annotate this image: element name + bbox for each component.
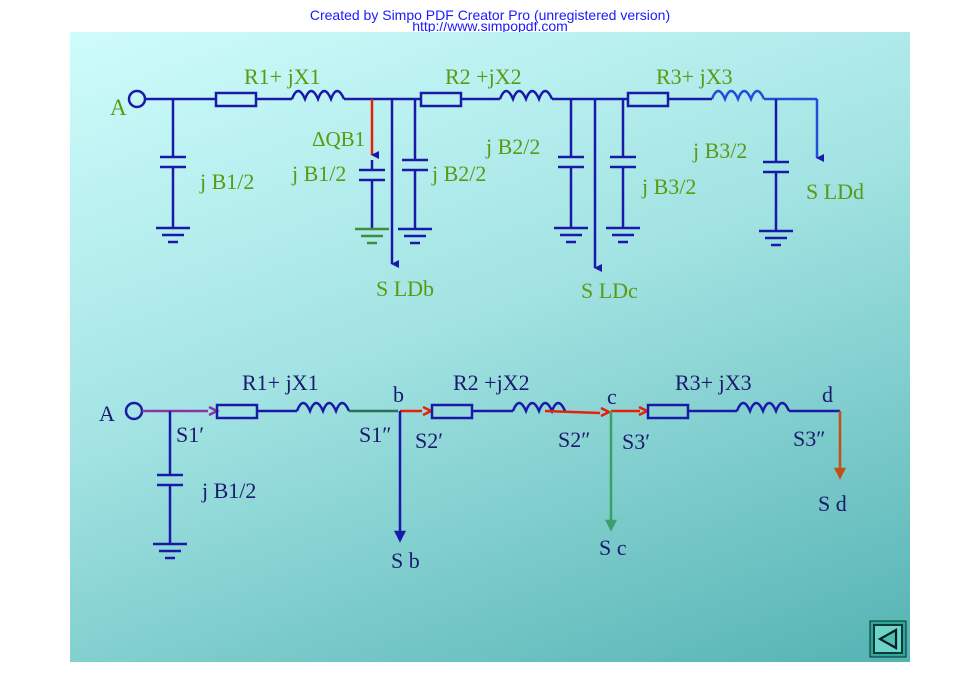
top-resistor-2	[419, 91, 463, 108]
bottom-s3p-label: S3′	[622, 429, 650, 454]
bottom-s2p-label: S2′	[415, 428, 443, 453]
top-capacitor-d3	[759, 99, 793, 247]
top-cap-b2-label: j B2/2	[431, 161, 486, 186]
bottom-node-d-label: d	[822, 382, 833, 407]
bottom-cap-a-label: j B1/2	[201, 478, 256, 503]
bottom-resistor-1	[215, 403, 259, 420]
bottom-inductor-1	[295, 401, 351, 415]
bottom-z2-label: R2 +jX2	[453, 370, 530, 395]
bottom-sd-label: S d	[818, 491, 847, 516]
top-cap-c2-label: j B2/2	[485, 134, 540, 159]
top-inductor-2	[498, 89, 554, 103]
top-inductor-3	[710, 89, 766, 103]
top-cap-a-label: j B1/2	[199, 169, 254, 194]
top-inductor-1	[290, 89, 346, 103]
top-z1-label: R1+ jX1	[244, 64, 321, 89]
top-cap-d3-label: j B3/2	[692, 138, 747, 163]
bottom-inductor-3	[735, 401, 791, 415]
back-arrow-icon	[877, 628, 898, 650]
bottom-node-c-label: c	[607, 384, 617, 409]
top-z2-label: R2 +jX2	[445, 64, 522, 89]
bottom-resistor-3	[646, 403, 690, 420]
bottom-capacitor-a	[153, 411, 187, 560]
top-load-d-label: S LDd	[806, 179, 864, 204]
bottom-resistor-2	[430, 403, 474, 420]
bottom-labels: A R1+ jX1 R2 +jX2 R3+ jX3 b c d S1′ S1″ …	[99, 370, 847, 573]
bottom-z3-label: R3+ jX3	[675, 370, 752, 395]
top-load-b-label: S LDb	[376, 276, 434, 301]
top-cap-c3-label: j B3/2	[641, 174, 696, 199]
bottom-inductor-2	[511, 401, 567, 415]
top-capacitor-b1	[355, 160, 389, 245]
top-capacitor-c3	[606, 99, 640, 244]
bottom-sc-label: S c	[599, 535, 627, 560]
top-z3-label: R3+ jX3	[656, 64, 733, 89]
bottom-s1pp-label: S1″	[359, 422, 391, 447]
top-cap-b1-label: j B1/2	[291, 161, 346, 186]
bottom-circuit	[124, 401, 847, 560]
bottom-node-a-terminal	[124, 401, 144, 421]
top-capacitor-b2	[398, 99, 432, 245]
top-resistor-1	[214, 91, 258, 108]
bottom-sb-label: S b	[391, 548, 420, 573]
top-circuit	[127, 89, 824, 272]
circuit-diagram: A R1+ jX1 R2 +jX2 R3+ jX3 ΔQB1 j B1/2 j …	[99, 64, 907, 658]
bottom-node-a-label: A	[99, 401, 115, 426]
bottom-node-b-label: b	[393, 382, 404, 407]
top-resistor-3	[626, 91, 670, 108]
watermark-url: http://www.simpopdf.com	[412, 22, 568, 32]
top-load-c-label: S LDc	[581, 278, 638, 303]
top-capacitor-a	[156, 99, 190, 244]
slide-background	[70, 32, 910, 662]
bottom-s3pp-label: S3″	[793, 426, 825, 451]
top-capacitor-c2	[554, 99, 588, 244]
top-labels: A R1+ jX1 R2 +jX2 R3+ jX3 ΔQB1 j B1/2 j …	[110, 64, 864, 303]
bottom-z1-label: R1+ jX1	[242, 370, 319, 395]
top-node-a-label: A	[110, 95, 127, 120]
back-button[interactable]	[869, 620, 907, 658]
top-node-a-terminal	[127, 89, 147, 109]
watermark-line2: http://www.simpopdf.com	[0, 22, 980, 32]
watermark-line1: Created by Simpo PDF Creator Pro (unregi…	[309, 7, 671, 23]
bottom-s1p-label: S1′	[176, 422, 204, 447]
bottom-s2pp-label: S2″	[558, 427, 590, 452]
top-dq-label: ΔQB1	[312, 127, 365, 151]
